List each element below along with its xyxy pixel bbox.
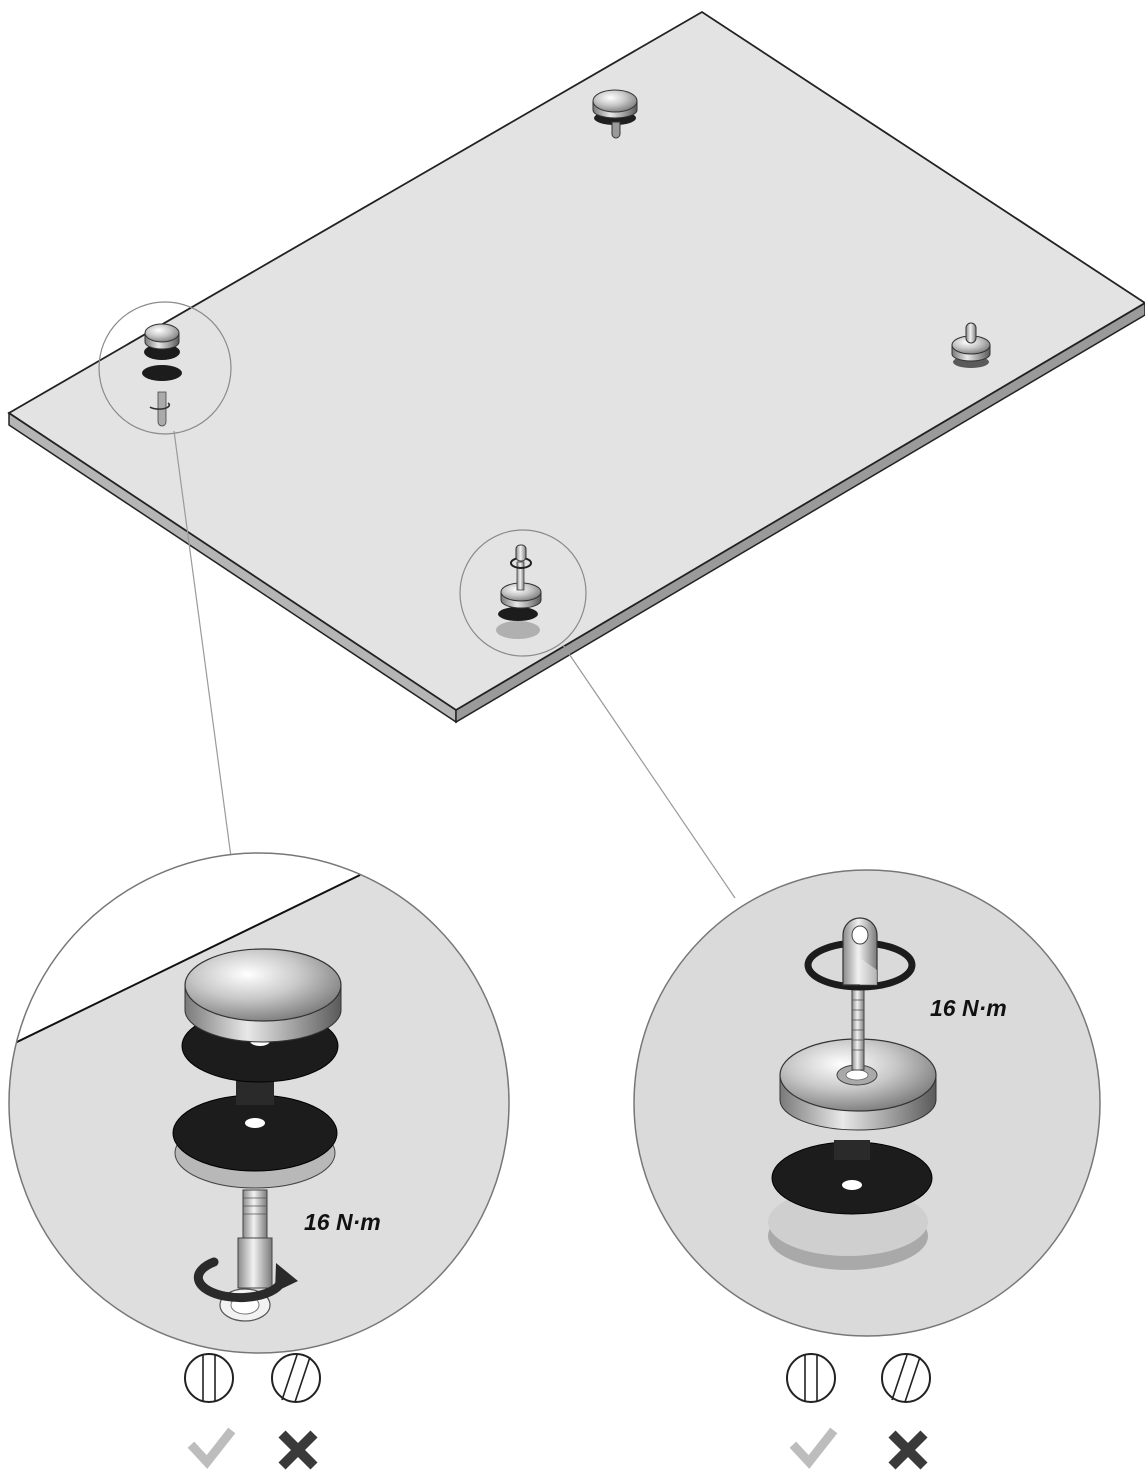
detail-left: 16 N·m <box>8 852 510 1354</box>
check-icon <box>789 1427 838 1469</box>
fitting-right <box>951 322 991 368</box>
cross-icon <box>888 1430 928 1470</box>
vertical-grain-icon <box>184 1353 234 1403</box>
check-icon <box>187 1427 236 1469</box>
legend-left <box>184 1353 321 1470</box>
glass-panel <box>7 10 1145 724</box>
diagonal-grain-icon <box>881 1353 931 1403</box>
detail-right: 16 N·m <box>633 869 1101 1337</box>
legend-right <box>786 1353 931 1470</box>
leader-line-right <box>562 644 736 899</box>
leader-line-left <box>173 430 232 858</box>
vertical-grain-icon <box>786 1353 836 1403</box>
fitting-top <box>592 89 638 139</box>
cross-icon <box>278 1430 318 1470</box>
torque-label-right: 16 N·m <box>930 995 1007 1021</box>
panel-top-face <box>7 10 1145 712</box>
torque-label-left: 16 N·m <box>304 1209 381 1235</box>
fitting-left-small <box>98 301 232 435</box>
diagonal-grain-icon <box>271 1353 321 1403</box>
fitting-bottom-small <box>459 529 587 657</box>
